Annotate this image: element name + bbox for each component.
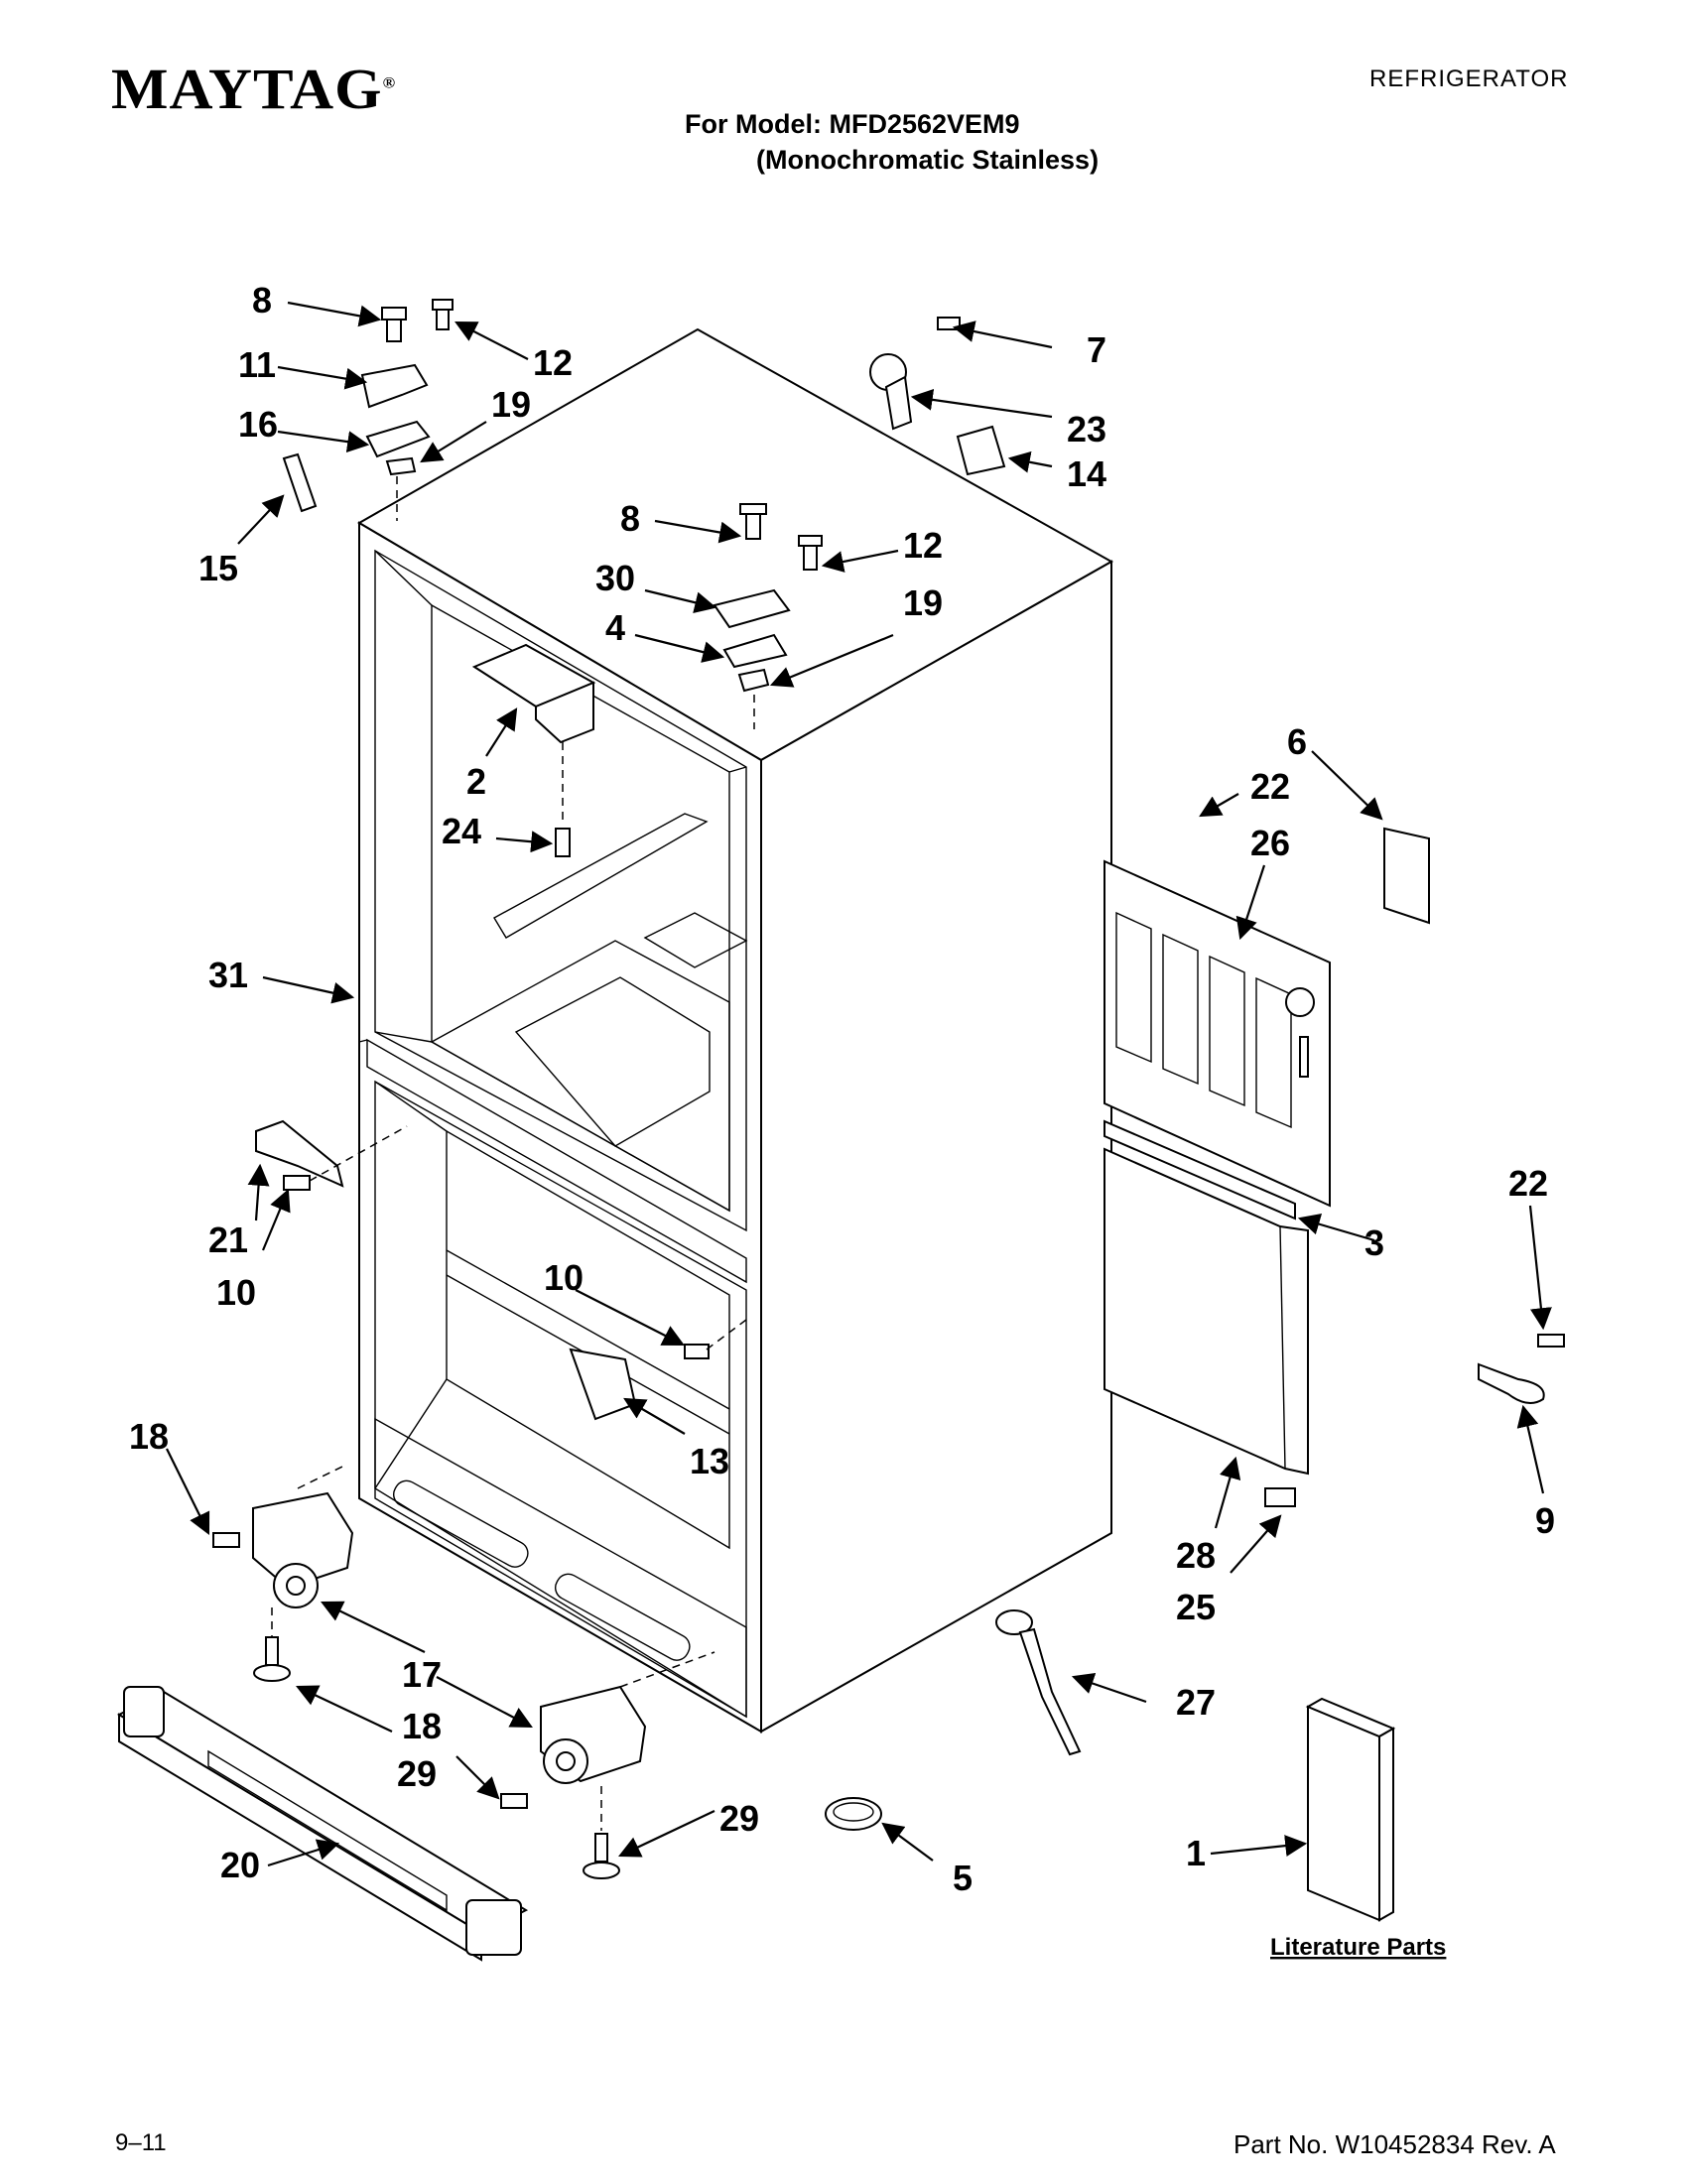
- clamp-9: [1478, 1334, 1565, 1404]
- part-number: Part No. W10452834 Rev. A: [1234, 2129, 1556, 2159]
- callout-19: 19: [903, 582, 943, 623]
- leader-lines: [166, 301, 1552, 1867]
- clip-25: [1264, 1487, 1296, 1507]
- callout-19: 19: [491, 384, 531, 425]
- callout-9: 9: [1535, 1500, 1555, 1541]
- callout-1: 1: [1186, 1833, 1206, 1873]
- part-3-strip: [1104, 1119, 1296, 1220]
- callout-4: 4: [605, 607, 625, 648]
- callout-8: 8: [252, 280, 272, 321]
- panel-28: [1104, 1147, 1309, 1476]
- callout-31: 31: [208, 955, 248, 995]
- callout-23: 23: [1067, 409, 1106, 450]
- callout-22: 22: [1250, 766, 1290, 807]
- callout-5: 5: [953, 1858, 973, 1898]
- callout-21: 21: [208, 1220, 248, 1260]
- bracket-21: [255, 1119, 408, 1191]
- callout-labels: 8 11 12 16 19 15 7 23 14 8 12 30 4 19 2 …: [129, 280, 1555, 1961]
- part-2-bracket: [471, 643, 596, 857]
- literature-booklet-1: [1305, 1697, 1396, 1922]
- callout-2: 2: [466, 761, 486, 802]
- revision-date: 9–11: [115, 2129, 167, 2156]
- callout-20: 20: [220, 1845, 260, 1885]
- callout-17: 17: [402, 1654, 442, 1695]
- brand-logo: MAYTAG®: [111, 57, 397, 121]
- grille-panel-26: [1104, 859, 1331, 1208]
- callout-15: 15: [198, 548, 238, 588]
- callout-18: 18: [129, 1416, 169, 1457]
- callout-26: 26: [1250, 823, 1290, 863]
- ring-5: [825, 1797, 882, 1831]
- callout-28: 28: [1176, 1535, 1216, 1576]
- callout-25: 25: [1176, 1587, 1216, 1627]
- callout-12: 12: [903, 525, 943, 566]
- callout-18: 18: [402, 1706, 442, 1746]
- callout-22: 22: [1508, 1163, 1548, 1204]
- callout-16: 16: [238, 404, 278, 445]
- model-title: For Model: MFD2562VEM9: [685, 109, 1020, 139]
- callout-10: 10: [216, 1272, 256, 1313]
- roller-17-right: [500, 1651, 715, 1879]
- callout-12: 12: [533, 342, 573, 383]
- callout-6: 6: [1287, 721, 1307, 762]
- callout-3: 3: [1364, 1222, 1384, 1263]
- literature-parts-label: Literature Parts: [1270, 1934, 1446, 1961]
- callout-8: 8: [620, 498, 640, 539]
- part-27-tool: [995, 1609, 1082, 1756]
- model-variant: (Monochromatic Stainless): [756, 145, 1100, 175]
- cabinet-31: [357, 327, 1114, 1734]
- part-6-cover: [1383, 827, 1430, 925]
- callout-30: 30: [595, 558, 635, 598]
- toe-grille-20: [116, 1686, 529, 1962]
- callout-13: 13: [690, 1441, 729, 1481]
- callout-27: 27: [1176, 1682, 1216, 1723]
- callout-14: 14: [1067, 453, 1106, 494]
- top-left-hinge-assembly: [282, 299, 454, 521]
- callout-24: 24: [442, 811, 481, 851]
- center-hinge-assembly: [713, 503, 823, 729]
- roller-17-left: [212, 1466, 354, 1682]
- callout-29: 29: [397, 1753, 437, 1794]
- callout-11: 11: [238, 344, 276, 385]
- callout-10: 10: [544, 1257, 584, 1298]
- callout-7: 7: [1087, 329, 1106, 370]
- category-label: REFRIGERATOR: [1369, 65, 1569, 92]
- callout-29: 29: [719, 1798, 759, 1839]
- top-right-hinge-parts: [869, 317, 1006, 476]
